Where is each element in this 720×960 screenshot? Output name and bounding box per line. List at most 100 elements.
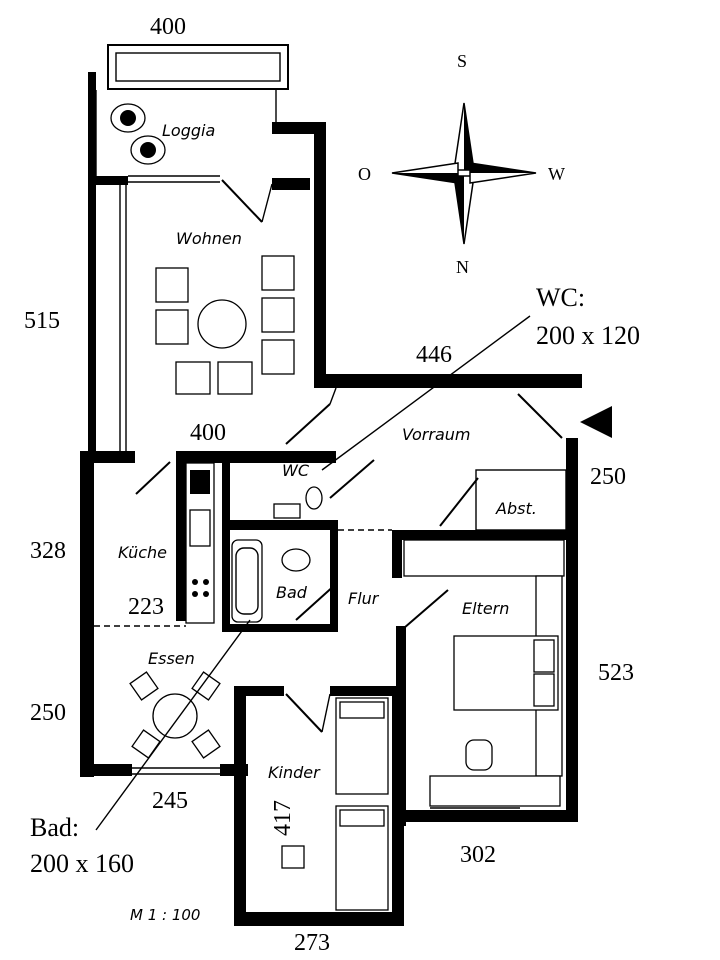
dim-loggia-width: 400 [150,14,186,40]
room-label-flur: Flur [348,589,380,608]
loggia-railing-inner [115,52,281,82]
wc-callout-title: WC: [536,283,585,312]
loggia-door-leaf [221,179,263,223]
compass-point-w-shade [470,163,536,173]
compass-rose-icon [391,102,537,245]
wall-kinder-top-left [234,686,284,696]
wohnen-chair-b1 [175,361,211,395]
wall-eltern-topleft [392,530,402,578]
wall-kinder-top-right [330,686,394,696]
kinder-bed-2-pillow [339,809,385,827]
compass-label-east: O [358,164,371,184]
room-label-eltern: Eltern [462,599,509,618]
eltern-desk [429,775,561,807]
stove-burner-1 [192,579,198,585]
compass-label-south: S [457,51,467,71]
wc-sink [273,503,301,519]
entrance-arrow-icon [580,406,612,438]
wohnen-chair-r1 [261,255,295,291]
wall-eltern-top [392,530,572,540]
dim-kinder-width: 273 [294,930,330,956]
dim-essen-height: 250 [30,700,66,726]
furniture [110,103,559,911]
dim-wohnen-width: 400 [190,420,226,446]
loggia-chair-1-seat [120,110,136,126]
room-label-vorraum: Vorraum [402,425,470,444]
dim-kinder-height: 417 [270,800,296,836]
wall-east [566,438,578,822]
wohnen-chair-r3 [261,339,295,375]
essen-chair-3 [131,729,161,759]
bathtub-inner [235,547,259,615]
wall-west-upper [88,72,96,457]
essen-chair-1 [129,671,159,701]
walls [80,72,582,926]
room-label-wc: WC [282,461,310,480]
kitchen-fridge [190,470,210,494]
bathtub [231,539,263,623]
room-label-wohnen: Wohnen [176,229,242,248]
abst-door-leaf [439,477,479,527]
eltern-pillow-2 [533,673,555,707]
wall-kinder-bottom [234,912,404,926]
kinder-door-swing [321,693,331,733]
room-label-essen: Essen [148,649,195,668]
wall-chimney-top [272,122,326,134]
dim-eltern-height: 523 [598,660,634,686]
bad-door-leaf [295,583,337,621]
dim-eltern-width: 302 [460,842,496,868]
loggia-railing [107,44,289,90]
wc-callout-size: 200 x 120 [536,321,640,350]
wc-toilet [305,486,323,510]
wall-essen-bottom-left [80,764,132,776]
bad-callout-title: Bad: [30,813,79,842]
kitchen-sink [189,509,211,547]
room-label-bad: Bad [276,583,308,602]
kinder-chair [281,845,305,869]
wall-chimney-bottom [272,178,310,190]
stove-burner-4 [203,591,209,597]
dim-kueche-width: 223 [128,594,164,620]
wall-kitchen-top-left [80,451,135,463]
eltern-door-leaf [403,589,449,629]
essen-table [152,693,198,739]
kitchen-door-leaf [135,461,171,495]
wohnen-chair-l1 [155,267,189,303]
stove-burner-2 [203,579,209,585]
compass-label-west: W [548,164,565,184]
wc-door-leaf [329,459,375,499]
kinder-door-leaf [285,693,323,733]
wohnen-chair-l2 [155,309,189,345]
wall-kinder-east [392,686,404,926]
room-label-abst: Abst. [495,499,537,518]
eltern-wardrobe-top [403,539,565,577]
compass-point-n-shade [454,176,464,244]
room-label-kinder: Kinder [268,763,321,782]
abst-outline [475,469,567,531]
compass-point-o-shade [392,173,458,183]
wall-kitchen-east [176,451,186,621]
dim-vorraum-width: 446 [416,342,452,368]
wohnen-table [197,299,247,349]
door-wohnen-swing [329,387,337,405]
wohnen-chair-b2 [217,361,253,395]
bad-callout-leader [95,619,251,831]
wall-bath-east [330,520,338,630]
wc-callout-leader [321,315,531,471]
essen-chair-4 [191,729,221,759]
bad-callout-size: 200 x 160 [30,849,134,878]
eltern-chair [465,739,493,771]
stove-burner-3 [192,591,198,597]
loggia-door-swing [261,183,273,223]
dim-entrance-height: 250 [590,464,626,490]
dim-kueche-height: 328 [30,538,66,564]
wall-bath-south [222,624,338,632]
compass-point-s-shade [464,103,474,170]
eltern-pillow-1 [533,639,555,673]
wall-vorraum-top [314,374,582,388]
wall-west-lower [80,455,94,777]
wall-wohnen-east [314,122,326,384]
door-wohnen-leaf [285,403,331,445]
essen-chair-2 [191,671,221,701]
